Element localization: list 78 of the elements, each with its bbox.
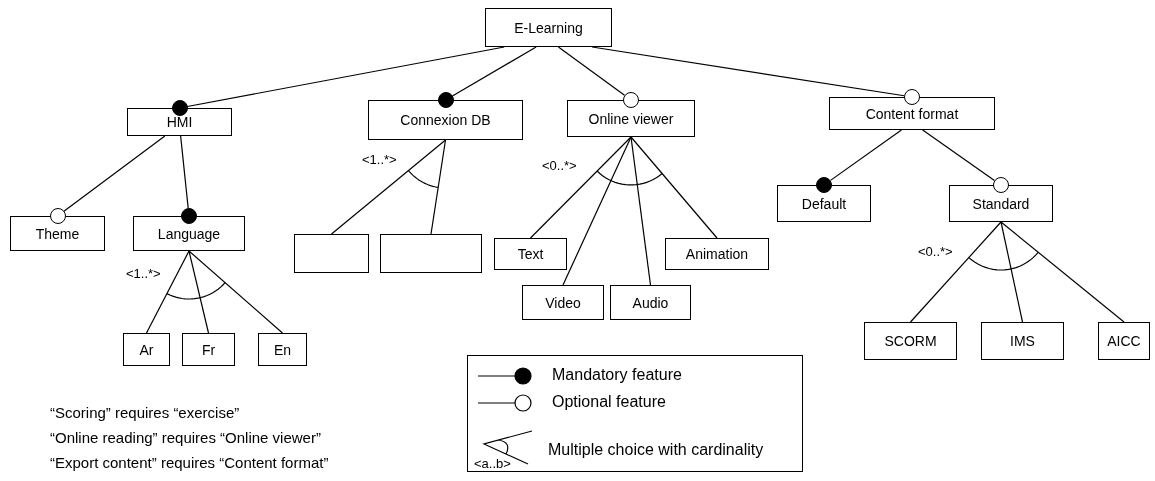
optional-circle [49,208,66,224]
link-line [630,136,652,286]
feature-box [665,238,769,270]
feature-name: Video [545,294,581,311]
link-line [180,135,189,209]
feature-box [294,234,369,273]
feature-box [1098,322,1150,360]
link-line [1000,221,1125,323]
feature-name: Ar [139,341,154,358]
link-line [1000,221,1024,323]
link-line [186,46,505,108]
feature-box [380,234,482,273]
feature-name: IMS [1010,333,1035,349]
feature-name: Language [157,225,221,242]
optional-circle [904,89,920,105]
cardinality-label: <0..*> [918,244,953,259]
cardinality-label: <0..*> [542,158,577,173]
link-line [330,139,447,235]
feature-box [10,216,105,251]
feature-name: HMI [166,114,193,130]
constraint-note: “Export content” requires “Content format” [50,454,329,471]
cardinality-label: <a..b> [474,456,511,471]
feature-box [123,333,170,366]
feature-name: Text [517,246,544,262]
feature-box [777,185,871,222]
feature-name: Content format [865,105,959,122]
link-line [922,129,996,181]
feature-name: Standard [972,195,1030,212]
feature-box [258,333,307,366]
feature-box [522,285,604,320]
link-line [188,250,210,334]
feature-name: Animation [685,246,749,262]
link-line [829,129,903,181]
feature-box [981,322,1064,360]
feature-box [864,322,957,360]
feature-box [949,185,1053,222]
feature-box [182,333,235,366]
feature-box [829,97,995,130]
link-line [188,250,284,334]
legend-text: Multiple choice with cardinality [548,441,764,459]
link-line [145,250,190,334]
feature-name: AICC [1107,333,1141,349]
link-line [557,46,626,96]
optional-circle [623,92,639,108]
feature-name: Online viewer [588,110,674,127]
feature-name: Connexion DB [400,112,491,128]
feature-box [368,100,523,140]
constraint-note: “Scoring” requires “exercise” [50,404,240,421]
feature-box [133,216,245,251]
link-line [63,135,166,212]
cardinality-label: <1..*> [126,266,161,281]
feature-box [610,285,691,320]
feature-name: En [273,341,292,358]
cardinality-label: <1..*> [362,152,397,167]
feature-box [494,238,567,270]
feature-name: Default [801,195,847,212]
feature-box [485,8,612,47]
mandatory-dot [816,177,832,193]
constraint-note: “Online reading” requires “Online viewer” [50,429,321,446]
link-line [562,136,632,286]
link-line [909,221,1002,323]
mandatory-dot [171,100,188,116]
legend-text: Mandatory feature [552,366,682,384]
legend-text: Optional feature [552,393,666,411]
link-line [529,136,632,239]
feature-name: Audio [632,294,669,311]
link-line [630,136,718,239]
feature-box [567,100,695,137]
feature-name: Fr [201,341,216,358]
mandatory-dot [181,208,197,224]
optional-circle [993,177,1009,193]
feature-name: SCORM [884,333,937,349]
link-line [451,46,537,97]
feature-box [127,108,232,136]
mandatory-dot [437,92,454,108]
feature-name: E-Learning [514,19,583,36]
link-line [430,139,447,235]
feature-name: Theme [35,225,80,242]
